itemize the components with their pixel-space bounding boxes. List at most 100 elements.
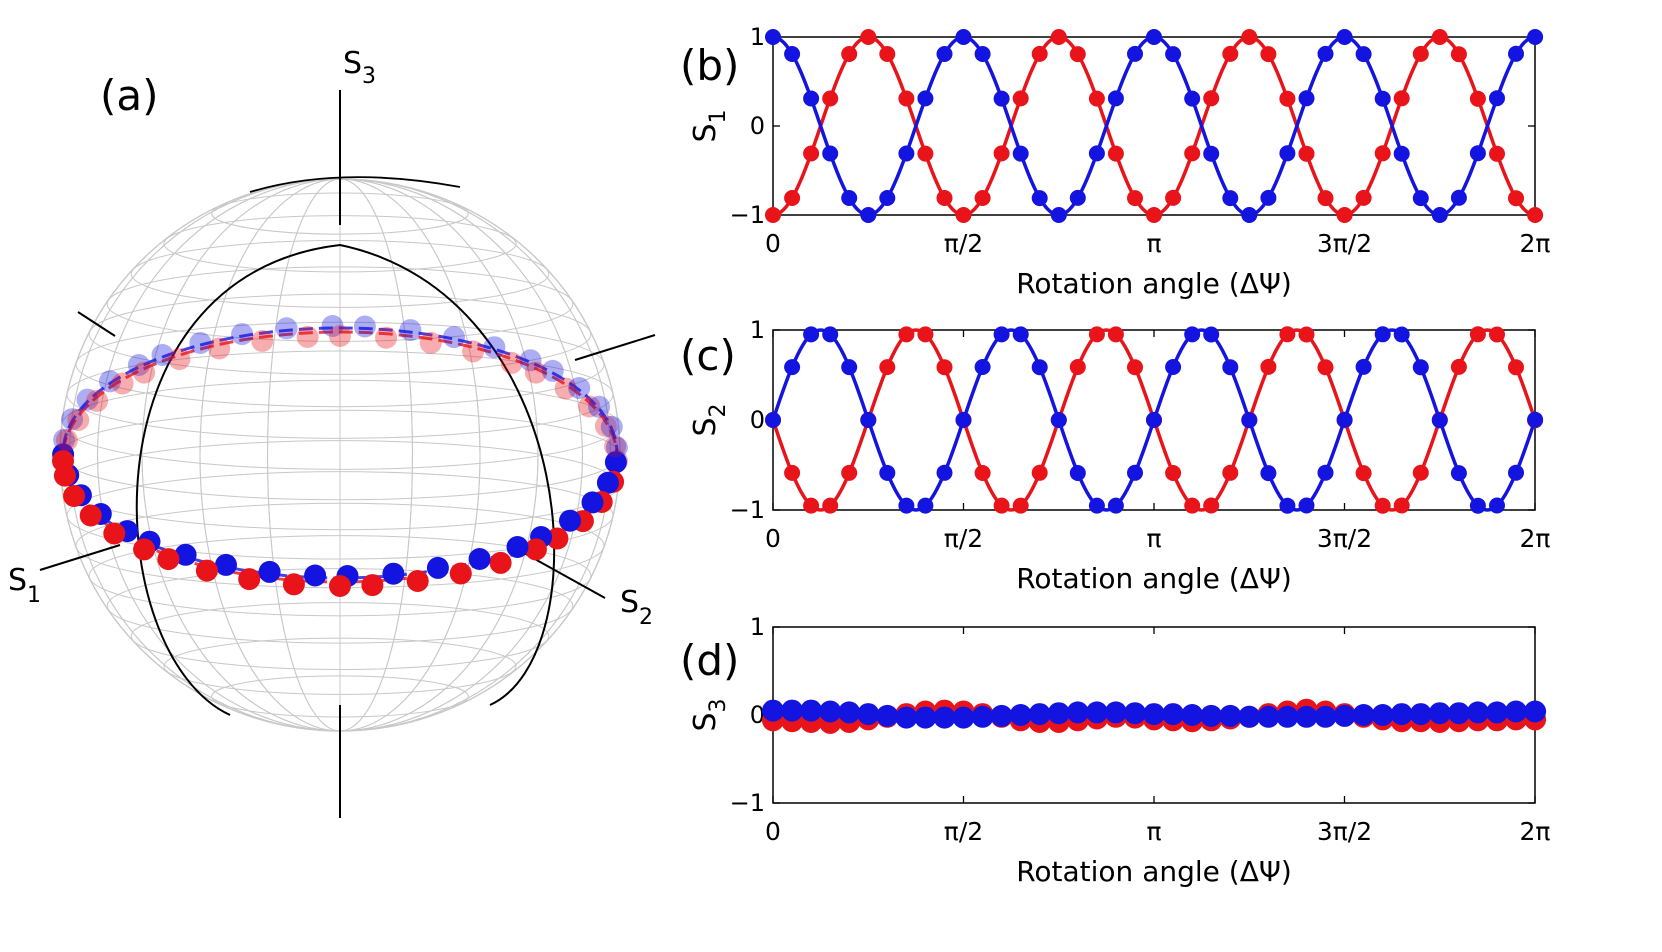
series-data-point xyxy=(1317,464,1334,481)
series-data-point xyxy=(1088,145,1105,162)
series-data-point xyxy=(841,464,858,481)
sphere-latitude-line xyxy=(75,321,605,408)
x-tick-label: 3π/2 xyxy=(1317,817,1372,846)
series-data-point xyxy=(1050,412,1067,429)
series-data-point xyxy=(1527,411,1544,428)
plot-frame xyxy=(772,36,1536,216)
sphere-data-point xyxy=(133,538,156,561)
x-tick-label: 2π xyxy=(1520,229,1551,258)
series-data-point xyxy=(993,90,1010,107)
series-data-point xyxy=(1222,45,1239,62)
series-data-point xyxy=(971,705,994,728)
x-tick-label: π/2 xyxy=(944,524,983,553)
series-data-point xyxy=(1469,90,1486,107)
sphere-data-point xyxy=(524,361,547,384)
series-data-point xyxy=(879,46,896,62)
series-data-point xyxy=(1469,145,1486,162)
series-data-point xyxy=(1241,412,1258,429)
sphere-data-point xyxy=(329,325,351,347)
series-data-point xyxy=(1146,411,1162,428)
series-data-point xyxy=(1333,704,1356,727)
series-data-point xyxy=(1298,497,1315,514)
sphere-data-point xyxy=(67,409,90,431)
sphere-latitude-line xyxy=(61,379,619,470)
series-data-point xyxy=(1489,145,1505,162)
series-data-point xyxy=(1317,190,1334,207)
x-tick-label: 0 xyxy=(765,524,781,553)
series-data-point xyxy=(800,699,823,722)
series-data-point xyxy=(1450,358,1467,375)
series-data-point xyxy=(955,207,972,223)
sphere-data-point xyxy=(604,451,627,474)
series-data-point xyxy=(1107,90,1124,107)
panel-label-c: (c) xyxy=(680,331,736,380)
series-data-point xyxy=(1031,190,1048,207)
series-data-point xyxy=(803,145,820,162)
sphere-data-point xyxy=(568,377,591,399)
sphere-data-point xyxy=(462,340,485,363)
series-data-point xyxy=(1085,701,1108,724)
x-tick-label: 3π/2 xyxy=(1317,229,1372,258)
sphere-data-point xyxy=(282,573,305,596)
series-data-point xyxy=(1165,359,1182,375)
series-data-point xyxy=(803,90,820,107)
series-data-point xyxy=(1508,45,1524,62)
series-data-point xyxy=(1336,29,1353,45)
series-data-point xyxy=(1222,464,1239,481)
series-data-point xyxy=(1508,464,1524,481)
s2-axis-line xyxy=(574,334,656,361)
sphere-data-point xyxy=(111,372,134,395)
series-data-point xyxy=(1390,703,1413,726)
sphere-latitude-line xyxy=(88,293,592,375)
series-data-point xyxy=(1127,464,1143,481)
series-data-point xyxy=(1031,45,1048,62)
sphere-data-point xyxy=(406,570,429,592)
sphere-data-point xyxy=(519,349,542,372)
sphere-data-point xyxy=(596,471,619,494)
series-data-point xyxy=(1257,705,1280,728)
sphere-data-point xyxy=(208,337,231,360)
series-data-point xyxy=(936,359,953,376)
sphere-data-point xyxy=(127,354,150,376)
series-data-point xyxy=(936,46,953,62)
series-data-point xyxy=(1276,705,1299,728)
series-data-point xyxy=(1050,207,1067,223)
sphere-data-point xyxy=(375,326,398,349)
sphere-data-point xyxy=(133,361,156,384)
sphere-data-point xyxy=(174,543,197,566)
sphere-wireframe xyxy=(59,176,621,732)
series-data-point xyxy=(1355,358,1372,375)
series-data-point xyxy=(1107,145,1124,162)
series-data-point xyxy=(993,497,1010,514)
series-data-point xyxy=(1127,45,1143,62)
sphere-data-point xyxy=(215,553,237,576)
y-tick-label: 0 xyxy=(750,406,765,434)
series-data-point xyxy=(841,46,858,62)
series-fit-curve xyxy=(772,35,1536,217)
series-data-point xyxy=(1409,703,1432,726)
series-data-point xyxy=(1371,704,1394,726)
series-data-point xyxy=(1222,359,1239,376)
series-data-point xyxy=(1012,90,1029,107)
y-tick-label: 1 xyxy=(750,613,765,641)
sphere-data-point xyxy=(79,504,102,527)
sphere-data-point xyxy=(449,562,472,585)
sphere-data-point xyxy=(353,315,376,338)
sphere-data-point xyxy=(329,575,351,597)
series-data-point xyxy=(765,412,781,428)
series-data-point xyxy=(1489,497,1505,514)
y-axis-label: S2 xyxy=(688,403,731,436)
series-data-point xyxy=(784,190,801,206)
sphere-data-point xyxy=(251,330,274,352)
sphere-data-point xyxy=(63,485,86,507)
series-data-point xyxy=(822,326,839,343)
svg-text:S1: S1 xyxy=(8,563,41,608)
x-tick-label: 3π/2 xyxy=(1317,524,1372,553)
series-data-point xyxy=(784,359,801,376)
series-data-point xyxy=(1505,700,1527,723)
series-data-point xyxy=(952,706,975,729)
axis-label-s1: S1 xyxy=(8,563,41,608)
series-data-point xyxy=(1241,29,1258,45)
x-tick-label: π/2 xyxy=(944,229,983,258)
